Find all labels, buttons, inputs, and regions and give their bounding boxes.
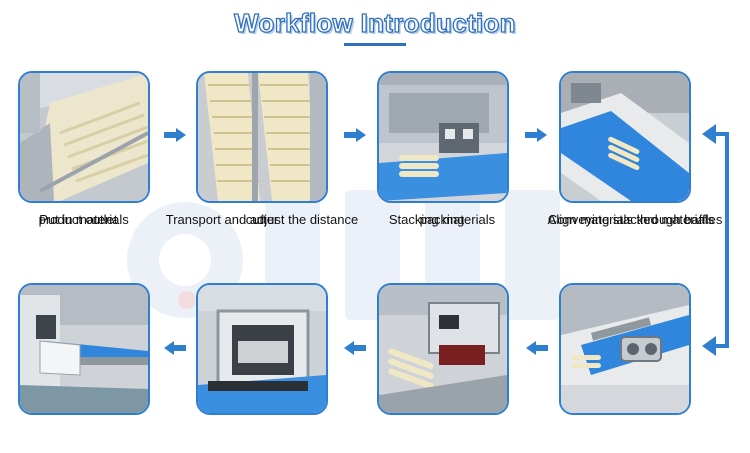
step-photo <box>377 71 509 203</box>
step-photo <box>196 283 328 415</box>
watermark-logo <box>127 190 560 320</box>
step-image-put-in-materials <box>20 73 148 201</box>
step-label: Align materials through baffles <box>547 212 723 227</box>
arrow-left-icon <box>526 341 548 355</box>
step-label: packing <box>419 212 465 227</box>
step-label: product outlet <box>38 212 118 227</box>
step-image-packing <box>379 285 507 413</box>
step-image-conveying <box>561 73 689 201</box>
step-stacking-materials <box>377 71 509 203</box>
step-photo <box>18 283 150 415</box>
arrow-right-icon <box>525 128 547 142</box>
arrow-left-icon <box>164 341 186 355</box>
title-underline <box>344 43 406 46</box>
step-photo <box>196 71 328 203</box>
step-image-stacking <box>379 73 507 201</box>
step-label: Transport and adjust the distance <box>165 212 359 227</box>
arrow-left-icon <box>344 341 366 355</box>
step-image-align <box>561 285 689 413</box>
step-photo <box>377 283 509 415</box>
step-align-baffles <box>559 283 691 415</box>
step-product-outlet <box>18 283 150 415</box>
step-cutter <box>196 283 328 415</box>
arrow-right-icon <box>164 128 186 142</box>
step-photo <box>559 71 691 203</box>
step-transport-adjust <box>196 71 328 203</box>
step-packing <box>377 283 509 415</box>
step-label: Put in materials <box>39 212 129 227</box>
step-conveying-stacked <box>559 71 691 203</box>
bracket-turn-arrow-icon <box>702 124 729 356</box>
step-label: Stacking materials <box>388 212 496 227</box>
step-label: cutter <box>245 212 279 227</box>
step-put-in-materials <box>18 71 150 203</box>
step-image-transport-adjust <box>198 73 326 201</box>
step-photo <box>18 71 150 203</box>
step-image-outlet <box>20 285 148 413</box>
step-image-cutter <box>198 285 326 413</box>
step-photo <box>559 283 691 415</box>
arrow-right-icon <box>344 128 366 142</box>
step-label: Conveying stacked materials <box>547 212 715 227</box>
page-title: Workflow Introduction <box>234 7 517 38</box>
